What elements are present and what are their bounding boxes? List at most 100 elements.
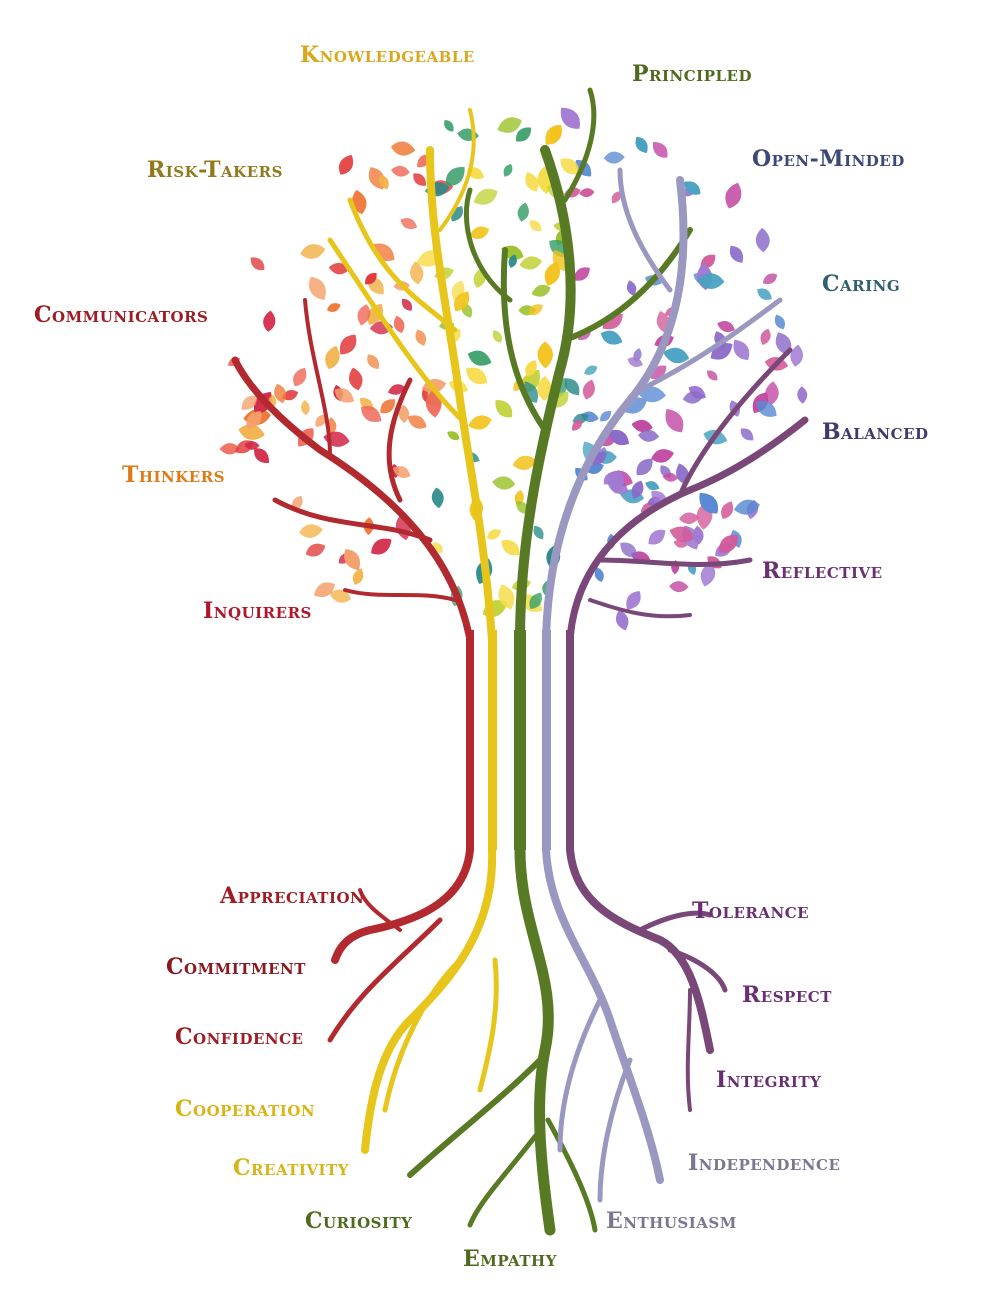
leaf bbox=[582, 379, 595, 400]
label-reflective: Reflective bbox=[762, 558, 883, 584]
leaf bbox=[241, 395, 257, 410]
root-green-2 bbox=[407, 1057, 543, 1178]
leaf bbox=[692, 525, 704, 545]
leaf bbox=[652, 141, 668, 158]
leaf bbox=[309, 276, 326, 301]
leaf bbox=[357, 304, 371, 326]
leaf bbox=[733, 339, 750, 361]
leaf bbox=[638, 386, 666, 403]
leaf bbox=[662, 472, 678, 482]
branch-purple-2 bbox=[597, 557, 753, 567]
leaf bbox=[651, 449, 674, 463]
trunk-strand-red bbox=[466, 630, 474, 850]
leaf bbox=[497, 117, 522, 133]
leaf bbox=[334, 388, 354, 403]
leaf bbox=[465, 367, 488, 384]
label-enthusiasm: Enthusiasm bbox=[606, 1208, 737, 1234]
leaf bbox=[246, 411, 262, 429]
leaf bbox=[765, 381, 779, 406]
leaf bbox=[631, 480, 644, 499]
branch-green-5 bbox=[463, 187, 513, 303]
branch-green-3 bbox=[562, 227, 693, 343]
branch-green bbox=[515, 145, 576, 645]
leaf bbox=[250, 257, 265, 271]
leaf bbox=[525, 172, 539, 192]
leaf bbox=[611, 191, 621, 204]
leaf bbox=[388, 384, 405, 395]
leaf bbox=[755, 227, 770, 253]
branch-yellow-2 bbox=[327, 237, 465, 423]
leaf bbox=[468, 415, 492, 430]
branch-yellow-4 bbox=[438, 108, 476, 232]
leaf bbox=[725, 182, 742, 209]
branch-red bbox=[231, 356, 474, 644]
leaf bbox=[301, 400, 310, 416]
leaf bbox=[574, 267, 590, 281]
root-lavender-2 bbox=[557, 997, 603, 1153]
leaf bbox=[616, 610, 629, 631]
label-confidence: Confidence bbox=[175, 1024, 304, 1050]
leaf bbox=[636, 458, 653, 476]
root-green-3 bbox=[467, 1127, 543, 1228]
branch-red-2 bbox=[272, 497, 433, 543]
leaf bbox=[537, 341, 553, 369]
leaf bbox=[431, 487, 444, 509]
leaf bbox=[721, 501, 734, 519]
branch-yellow-3 bbox=[347, 197, 458, 333]
leaf bbox=[454, 291, 470, 312]
root-lavender-1 bbox=[542, 846, 664, 1184]
leaf bbox=[486, 529, 502, 540]
leaf bbox=[718, 534, 738, 553]
leaf bbox=[379, 174, 389, 190]
leaf bbox=[503, 164, 513, 177]
leaf bbox=[508, 254, 517, 268]
leaf bbox=[757, 288, 772, 300]
root-lavender-3 bbox=[597, 1057, 633, 1203]
leaf bbox=[498, 584, 515, 610]
leaf bbox=[467, 350, 492, 366]
leaf bbox=[380, 399, 396, 414]
leaf bbox=[525, 360, 537, 377]
trunk-strand-purple bbox=[566, 630, 574, 850]
leaf bbox=[603, 472, 617, 485]
leaf bbox=[361, 406, 382, 422]
leaf-canopy bbox=[219, 107, 808, 631]
label-communicators: Communicators bbox=[34, 302, 209, 328]
root-green-4 bbox=[545, 1117, 598, 1233]
leaf bbox=[790, 344, 804, 367]
leaf bbox=[648, 529, 666, 545]
leaf bbox=[329, 589, 352, 603]
leaf bbox=[219, 443, 240, 455]
leaf bbox=[367, 354, 379, 370]
root-yellow-2 bbox=[382, 957, 463, 1113]
leaf bbox=[305, 543, 326, 557]
leaf bbox=[339, 334, 357, 355]
leaf bbox=[401, 298, 413, 311]
root-purple-3 bbox=[667, 947, 728, 993]
trunk bbox=[466, 630, 574, 850]
branch-green-4 bbox=[562, 87, 597, 203]
branch-lavender-2 bbox=[637, 297, 783, 393]
leaf bbox=[299, 524, 323, 538]
leaf bbox=[544, 261, 561, 286]
leaf bbox=[519, 256, 542, 270]
label-risk-takers: Risk-Takers bbox=[147, 157, 283, 183]
leaf bbox=[325, 345, 340, 370]
label-commitment: Commitment bbox=[166, 954, 306, 980]
leaf bbox=[274, 383, 287, 404]
leaf bbox=[587, 463, 604, 474]
leaf bbox=[254, 448, 269, 464]
leaf bbox=[393, 315, 405, 334]
label-open-minded: Open-Minded bbox=[752, 146, 905, 172]
label-cooperation: Cooperation bbox=[175, 1096, 316, 1122]
branch-red-5 bbox=[303, 298, 332, 457]
branch-green-2 bbox=[500, 247, 548, 433]
leaf bbox=[608, 429, 629, 446]
label-curiosity: Curiosity bbox=[305, 1208, 413, 1234]
leaf bbox=[603, 151, 625, 164]
label-thinkers: Thinkers bbox=[122, 462, 226, 488]
leaf bbox=[579, 188, 595, 198]
branches bbox=[231, 87, 809, 645]
leaf bbox=[492, 476, 516, 490]
